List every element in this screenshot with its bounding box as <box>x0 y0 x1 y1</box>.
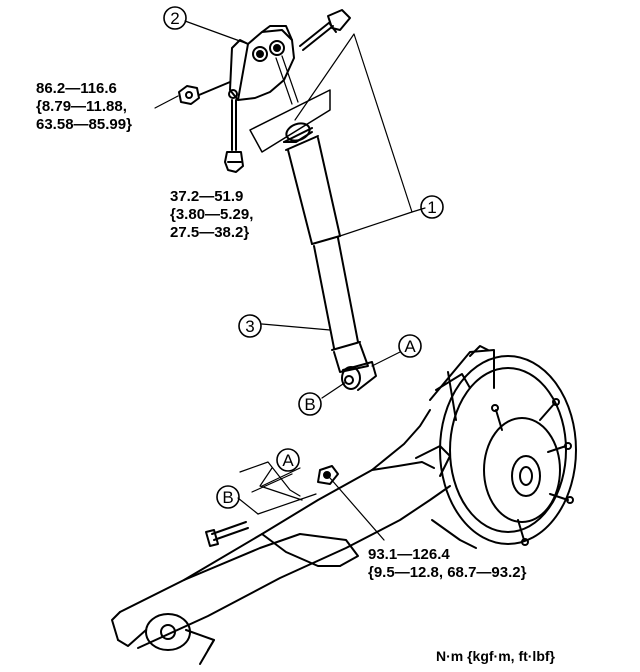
callout-ref-a-upper <box>398 334 422 358</box>
torque-lower-nut-line1: 93.1—126.4 <box>368 546 450 563</box>
callout-part-1-label: 1 <box>427 198 436 217</box>
callout-leader-1b <box>339 211 413 237</box>
callout-leader-2 <box>184 20 249 45</box>
lower-mounting-bolt <box>205 521 249 547</box>
torque-upper-bolt-line3: 27.5—38.2} <box>170 224 250 241</box>
torque-lower-nut-line2: {9.5—12.8, 68.7—93.2} <box>368 564 527 581</box>
callout-ref-b-upper <box>298 392 322 416</box>
upper-nut <box>178 81 231 105</box>
callout-leader-b-upper <box>321 381 347 399</box>
callout-part-2-label: 2 <box>170 9 179 28</box>
lower-bracket-bolt <box>224 99 244 173</box>
assembly-guide-plane <box>249 89 331 153</box>
torque-upper-nut-line1: 86.2—116.6 <box>36 80 117 97</box>
callout-ref-b-upper-label: B <box>304 395 315 414</box>
torque-spec-lower-nut: 93.1—126.4 {9.5—12.8, 68.7—93.2} <box>368 546 526 582</box>
upper-mounting-bracket <box>228 25 295 101</box>
callout-leader-b-lower <box>237 497 259 515</box>
callout-ref-a-upper-label: A <box>404 337 416 356</box>
callout-leader-1a <box>294 33 426 213</box>
callout-leader-a-upper <box>371 351 401 367</box>
callout-part-1 <box>420 195 444 219</box>
shock-absorber <box>283 122 377 391</box>
torque-upper-bolt-line1: 37.2—51.9 <box>170 188 244 205</box>
upper-mounting-bolt <box>299 9 351 51</box>
torque-spec-upper-nut: 86.2—116.6 {8.79—11.88, 63.58—85.99} <box>36 80 132 134</box>
callout-part-3-label: 3 <box>245 317 254 336</box>
brake-disc-hub <box>415 345 577 549</box>
callout-ref-b-lower <box>216 485 240 509</box>
callout-part-3 <box>238 314 262 338</box>
torque-leader-upper-nut <box>154 95 179 109</box>
callout-leader-a-lower <box>259 467 303 501</box>
callout-leader-3 <box>261 323 331 331</box>
callout-part-2 <box>163 6 187 30</box>
callout-ref-a-lower-label: A <box>282 451 294 470</box>
torque-upper-bolt-line2: {3.80—5.29, <box>170 206 254 223</box>
callout-ref-b-lower-label: B <box>222 488 233 507</box>
rear-axle-beam <box>111 409 451 665</box>
torque-leader-lower-nut <box>329 477 385 541</box>
torque-spec-upper-bolt: 37.2—51.9 {3.80—5.29, 27.5—38.2} <box>170 188 253 242</box>
callout-ref-a-lower <box>276 448 300 472</box>
torque-upper-nut-line2: {8.79—11.88, <box>36 98 127 115</box>
torque-units-label: N·m {kgf·m, ft·lbf} <box>436 648 555 664</box>
torque-upper-nut-line3: 63.58—85.99} <box>36 116 132 133</box>
